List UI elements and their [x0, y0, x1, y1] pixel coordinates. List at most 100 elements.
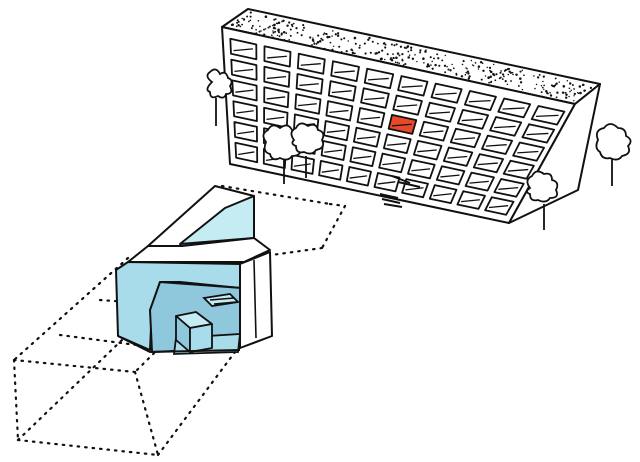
roof-dot: [267, 26, 270, 29]
roof-dot: [408, 54, 411, 56]
roof-dot: [550, 84, 553, 87]
roof-dot: [426, 63, 430, 66]
roof-dot: [249, 15, 252, 18]
roof-dot: [419, 51, 422, 54]
tree-far-right: [595, 123, 632, 186]
balcony-stroke: [468, 99, 491, 103]
roof-dot: [320, 37, 323, 40]
roof-dot: [272, 31, 275, 34]
balcony-stroke: [469, 180, 489, 184]
roof-dot: [573, 92, 576, 96]
roof-dot: [484, 75, 487, 77]
roof-dot: [536, 76, 540, 79]
roof-dot: [438, 64, 441, 67]
roof-dot: [487, 76, 490, 79]
roof-dot: [489, 75, 492, 79]
roof-dot: [501, 73, 505, 76]
roof-dot: [436, 53, 439, 56]
roof-dot: [332, 30, 334, 32]
roof-dot: [465, 67, 467, 69]
roof-dot: [383, 42, 386, 45]
roof-dot: [393, 44, 396, 47]
balcony-stroke: [461, 118, 483, 122]
roof-dot: [390, 58, 393, 61]
roof-dot: [462, 60, 465, 63]
roof-dot: [322, 33, 325, 36]
roof-dot: [428, 65, 431, 68]
roof-dot: [258, 30, 261, 33]
balcony-stroke: [300, 63, 321, 66]
roof-dot: [426, 65, 429, 68]
roof-dot: [278, 35, 281, 38]
balcony-stroke: [321, 169, 339, 173]
roof-dot: [302, 26, 306, 29]
roof-dot: [499, 71, 502, 74]
roof-dot: [569, 90, 571, 93]
roof-dot: [269, 26, 271, 28]
roof-dot: [519, 70, 522, 73]
roof-dot: [333, 45, 335, 47]
roof-dot: [377, 42, 379, 45]
roof-dot: [423, 62, 425, 64]
roof-dot: [461, 63, 464, 66]
roof-dot: [452, 67, 455, 70]
roof-dot: [289, 34, 292, 37]
balcony-stroke: [411, 168, 431, 172]
roof-dot: [403, 46, 406, 49]
roof-dot: [430, 64, 432, 66]
roof-dot: [236, 21, 239, 24]
roof-dot: [386, 53, 389, 56]
apartment-unit-model: [115, 185, 273, 355]
roof-dot: [495, 73, 498, 76]
roof-dot: [540, 84, 543, 87]
roof-dot: [474, 62, 477, 64]
roof-dot: [510, 80, 512, 82]
balcony-stroke: [454, 137, 476, 141]
balcony-stroke: [326, 129, 346, 133]
roof-dot: [257, 19, 260, 22]
roof-dot: [398, 62, 400, 65]
balcony-stroke: [507, 168, 529, 172]
tree-center: [290, 122, 325, 178]
roof-dot: [515, 73, 518, 76]
roof-dot: [444, 54, 447, 57]
roof-dot: [318, 40, 322, 43]
balcony-stroke: [440, 174, 460, 178]
roof-dot: [239, 25, 242, 28]
roof-dot: [573, 95, 575, 97]
facade-window: [234, 141, 259, 164]
slab-building: [206, 8, 632, 230]
balcony-stroke: [382, 161, 401, 166]
roof-dot: [465, 71, 468, 74]
roof-dot: [434, 63, 437, 67]
roof-dot: [519, 81, 523, 84]
roof-dot: [561, 91, 565, 94]
balcony-stroke: [267, 55, 287, 59]
roof-dot: [570, 89, 573, 92]
roof-dot: [470, 59, 473, 62]
roof-dot: [504, 68, 508, 72]
roof-dot: [241, 17, 243, 20]
roof-dot: [347, 40, 349, 42]
roof-dot: [317, 34, 320, 37]
roof-dot: [343, 37, 346, 40]
roof-stipple: [230, 11, 593, 102]
facade-window: [229, 37, 258, 61]
unit-interior-bench-side: [189, 323, 213, 353]
roof-dot: [407, 50, 410, 53]
balcony-stroke: [297, 103, 317, 107]
roof-dot: [358, 46, 361, 49]
roof-dot: [311, 44, 313, 46]
roof-dot: [545, 90, 548, 93]
balcony-stroke: [417, 149, 437, 153]
roof-dot: [241, 23, 244, 26]
roof-dot: [568, 87, 571, 90]
balcony-stroke: [429, 111, 451, 115]
balcony-stroke: [435, 92, 457, 96]
roof-dot: [390, 43, 393, 46]
roof-dot: [455, 72, 458, 75]
roof-dot: [399, 45, 403, 48]
balcony-stroke: [502, 107, 525, 110]
roof-dot: [354, 42, 357, 45]
roof-dot: [237, 20, 240, 23]
